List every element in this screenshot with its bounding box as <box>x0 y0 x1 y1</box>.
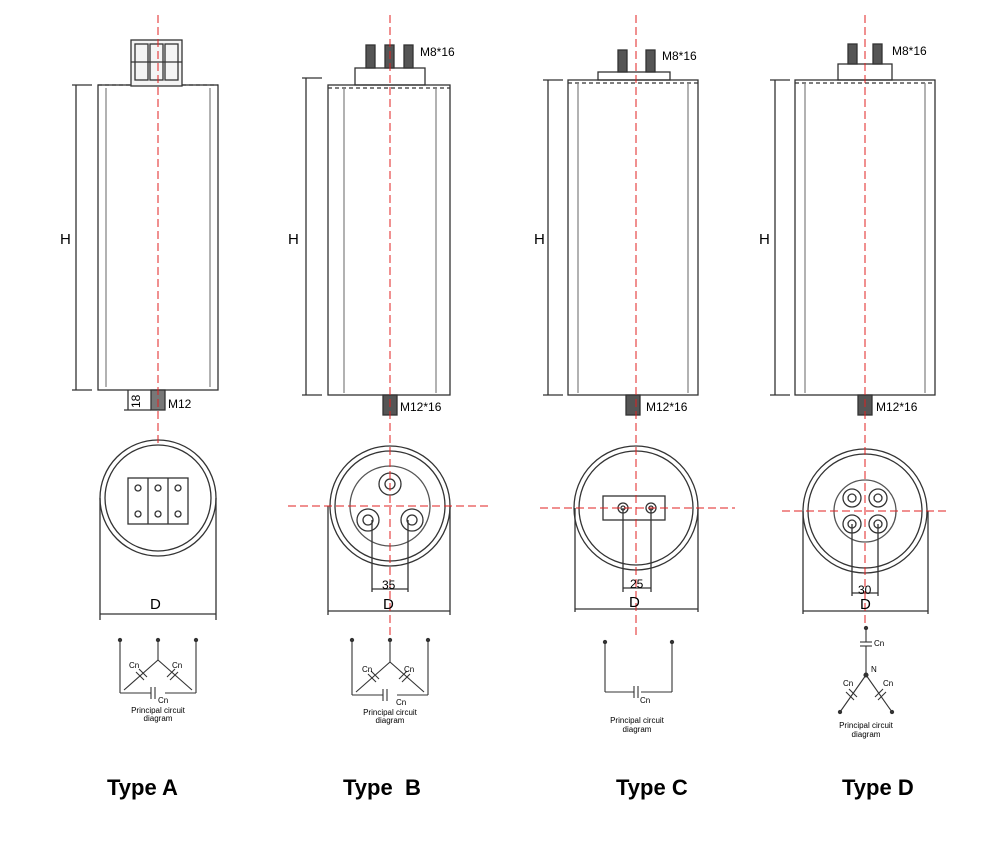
type-label-a: Type A <box>107 775 178 800</box>
diameter-label-b: D <box>383 596 394 613</box>
type-d-terminal-stud <box>872 43 883 65</box>
thread-label-d: M12*16 <box>876 400 918 414</box>
type-b-body <box>327 84 451 396</box>
type-c-body <box>567 79 699 396</box>
thread-label-a: M12 <box>168 397 192 411</box>
circuit-caption: Principal circuit <box>610 716 665 725</box>
type-label-c: Type C <box>616 775 688 800</box>
height-label-d: H <box>759 231 770 248</box>
spacing-label-b: 35 <box>382 578 396 592</box>
circuit-caption: Principal circuit <box>363 708 418 717</box>
height-label-a: H <box>60 231 71 248</box>
type-a-circuit-diagram <box>117 637 199 699</box>
center-axes <box>157 15 950 635</box>
type-c-terminal-stud <box>645 49 656 73</box>
spacing-label-d: 30 <box>858 583 872 597</box>
diameter-label-a: D <box>150 596 161 613</box>
type-b-terminal-stud <box>365 44 376 69</box>
type-b-terminal-stud <box>403 44 414 69</box>
diameter-label-c: D <box>629 594 640 611</box>
neutral-label: N <box>871 665 877 674</box>
type-label-b: Type B <box>343 775 421 800</box>
top-thread-label-c: M8*16 <box>662 49 697 63</box>
circuit-caption: diagram <box>144 714 173 723</box>
thread-label-c: M12*16 <box>646 400 688 414</box>
cap-label: Cn <box>396 698 406 707</box>
cap-label: Cn <box>883 679 893 688</box>
cap-label: Cn <box>640 696 650 705</box>
circuit-caption: Principal circuit <box>131 706 186 715</box>
type-a-terminal-block <box>130 39 183 87</box>
type-c-circuit-diagram <box>602 639 675 698</box>
type-d-circuit-diagram <box>837 625 895 715</box>
spacing-label-c: 25 <box>630 577 644 591</box>
circuit-caption: Principal circuit <box>839 721 894 730</box>
type-label-d: Type D <box>842 775 914 800</box>
type-c-side-view <box>543 49 699 698</box>
height-label-b: H <box>288 231 299 248</box>
cap-label: Cn <box>362 665 372 674</box>
type-c-terminal-stud <box>617 49 628 73</box>
circuit-caption: diagram <box>852 730 881 739</box>
type-a-top-view <box>99 439 217 557</box>
type-d-side-view <box>770 43 936 715</box>
top-thread-label-d: M8*16 <box>892 44 927 58</box>
cap-label: Cn <box>404 665 414 674</box>
height-label-c: H <box>534 231 545 248</box>
type-c-mounting-stud <box>625 394 641 416</box>
diameter-label-d: D <box>860 596 871 613</box>
circuit-caption: diagram <box>376 716 405 725</box>
type-a-side-view <box>72 39 219 699</box>
cap-label: Cn <box>158 696 168 705</box>
type-d-terminal-stud <box>847 43 858 65</box>
cap-label: Cn <box>172 661 182 670</box>
thread-label-b: M12*16 <box>400 400 442 414</box>
top-thread-label-b: M8*16 <box>420 45 455 59</box>
stud-length-label-a: 18 <box>129 394 143 408</box>
cap-label: Cn <box>874 639 884 648</box>
type-c-terminal-plate <box>597 71 671 81</box>
cap-label: Cn <box>129 661 139 670</box>
circuit-caption: diagram <box>623 725 652 734</box>
type-b-side-view <box>302 44 451 701</box>
type-b-circuit-diagram <box>349 637 431 701</box>
type-a-terminal-top <box>127 477 189 525</box>
cap-label: Cn <box>843 679 853 688</box>
